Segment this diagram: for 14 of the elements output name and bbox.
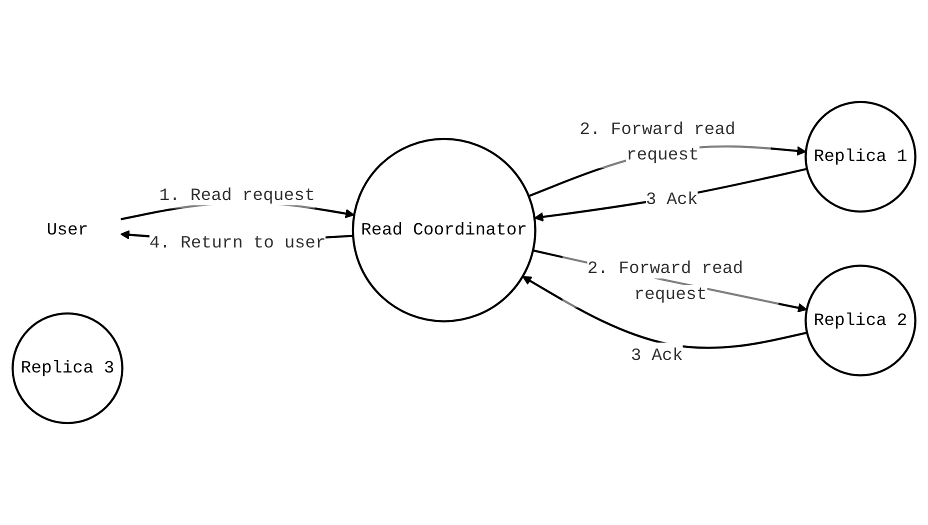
node-text: User [46,220,88,240]
edge-label: 2. Forward read request [587,259,744,304]
edge-label: 3 Ack [646,190,698,210]
edge-label: 2. Forward read request [580,120,736,166]
edge-label: 4. Return to user [149,233,326,253]
node-circle: Replica 3 [12,312,124,424]
arrow [532,249,808,312]
node-circle: Read Coordinator [352,138,536,322]
arrow [534,168,808,222]
arrow [522,276,808,349]
edge-label: 1. Read request [159,186,315,206]
node-circle: Replica 1 [804,100,916,213]
node-circle: Replica 2 [804,264,916,376]
edge-label: 3 Ack [630,346,683,366]
